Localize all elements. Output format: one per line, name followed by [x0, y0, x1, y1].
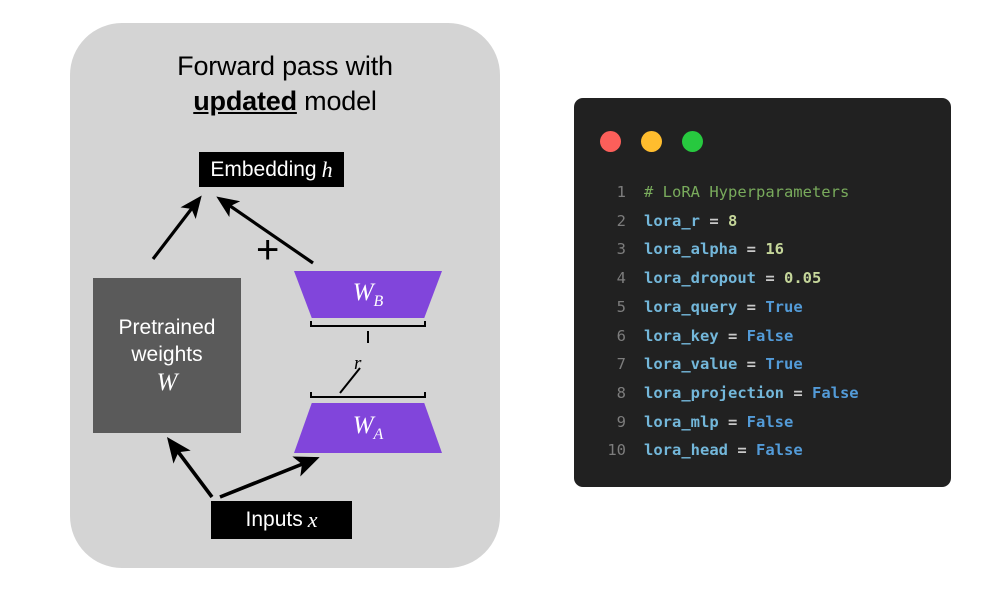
code-line: 9 lora_mlp = False — [590, 408, 941, 437]
code-token-num: 16 — [765, 240, 784, 259]
code-token-var: lora_value — [644, 355, 738, 374]
code-token-op: = — [718, 326, 747, 345]
code-line: 3 lora_alpha = 16 — [590, 235, 941, 264]
rank-label: r — [354, 353, 362, 374]
code-token-op: = — [755, 269, 784, 288]
code-token-op: = — [718, 412, 747, 431]
code-token-var: lora_key — [644, 326, 719, 345]
code-token-var: lora_mlp — [644, 412, 719, 431]
code-line: 4 lora_dropout = 0.05 — [590, 264, 941, 293]
window-controls — [600, 131, 703, 152]
code-token-op: = — [728, 441, 756, 460]
line-number: 3 — [616, 240, 626, 259]
code-token-bool: False — [746, 326, 794, 345]
code-token-comment: # LoRA Hyperparameters — [644, 183, 850, 201]
diagram-title-line1: Forward pass with — [177, 51, 393, 81]
code-token-var: lora_alpha — [644, 240, 738, 259]
inputs-symbol: x — [307, 507, 318, 532]
code-token-var: lora_query — [644, 297, 738, 316]
pretrained-line2: weights — [131, 342, 203, 366]
inputs-label: Inputs — [245, 508, 303, 531]
code-token-var: lora_head — [644, 441, 728, 460]
code-token-bool: False — [756, 441, 803, 460]
code-token-var: lora_r — [644, 211, 700, 230]
code-token-bool: True — [765, 355, 803, 374]
minimize-button[interactable] — [641, 131, 662, 152]
code-line-text: lora_r = 8 — [644, 207, 737, 236]
diagram-title-updated-word: updated — [193, 86, 297, 116]
pretrained-weight-symbol: W — [156, 368, 178, 396]
code-token-op: = — [783, 383, 812, 402]
maximize-button[interactable] — [682, 131, 703, 152]
rank-bracket-bottom — [310, 392, 426, 398]
line-number: 10 — [607, 441, 626, 460]
line-number: 5 — [616, 297, 626, 316]
code-line: 6 lora_key = False — [590, 322, 941, 351]
code-token-bool: False — [811, 383, 859, 402]
code-token-op: = — [737, 297, 766, 316]
code-line: 8 lora_projection = False — [590, 379, 941, 408]
code-line: 7 lora_value = True — [590, 350, 941, 379]
embedding-label: Embedding — [210, 157, 317, 181]
diagram-title: Forward pass with updated model — [70, 49, 500, 119]
code-token-bool: False — [746, 412, 794, 431]
code-line: 2 lora_r = 8 — [590, 207, 941, 236]
line-number: 8 — [616, 383, 626, 402]
pretrained-line1: Pretrained — [118, 315, 216, 339]
rank-bracket-top — [310, 321, 426, 327]
pretrained-weights-node: Pretrained weights W — [93, 278, 241, 433]
code-line-text: lora_value = True — [644, 350, 803, 379]
plus-operator: + — [256, 228, 280, 272]
code-token-op: = — [737, 240, 766, 259]
code-token-var: lora_dropout — [644, 269, 756, 288]
code-editor-content[interactable]: 1 # LoRA Hyperparameters 2 lora_r = 8 3 lora_… — [590, 178, 941, 465]
diagram-title-line2-rest: model — [296, 86, 377, 116]
code-line-text: lora_key = False — [644, 322, 793, 351]
code-token-bool: True — [765, 297, 803, 316]
lora-b-label: WB — [352, 278, 384, 310]
code-line-text: lora_query = True — [644, 293, 803, 322]
lora-b-matrix-node: WB — [294, 271, 442, 318]
code-line-text: lora_mlp = False — [644, 408, 793, 437]
code-line-text: lora_dropout = 0.05 — [644, 264, 821, 293]
code-token-var: lora_projection — [644, 383, 784, 402]
code-token-num: 0.05 — [783, 269, 822, 288]
line-number: 2 — [616, 211, 626, 230]
code-line-text: lora_head = False — [644, 436, 803, 465]
code-window: 1 # LoRA Hyperparameters 2 lora_r = 8 3 lora_… — [574, 98, 951, 487]
lora-a-label: WA — [352, 412, 384, 443]
code-line-text: lora_projection = False — [644, 379, 859, 408]
line-number: 1 — [616, 183, 626, 201]
code-line-text: lora_alpha = 16 — [644, 235, 784, 264]
embedding-symbol: h — [321, 156, 333, 182]
line-number: 9 — [616, 412, 626, 431]
code-token-num: 8 — [728, 211, 738, 230]
code-line: 1 # LoRA Hyperparameters — [590, 178, 941, 207]
code-line-text: # LoRA Hyperparameters — [644, 178, 849, 207]
line-number: 6 — [616, 326, 626, 345]
code-token-op: = — [700, 211, 728, 230]
code-token-op: = — [737, 355, 766, 374]
close-button[interactable] — [600, 131, 621, 152]
line-number: 4 — [616, 269, 626, 288]
lora-diagram-panel: Forward pass with updated model Embeddin… — [70, 23, 500, 568]
code-line: 10 lora_head = False — [590, 436, 941, 465]
code-line: 5 lora_query = True — [590, 293, 941, 322]
lora-a-matrix-node: WA — [294, 403, 442, 453]
line-number: 7 — [616, 355, 626, 374]
